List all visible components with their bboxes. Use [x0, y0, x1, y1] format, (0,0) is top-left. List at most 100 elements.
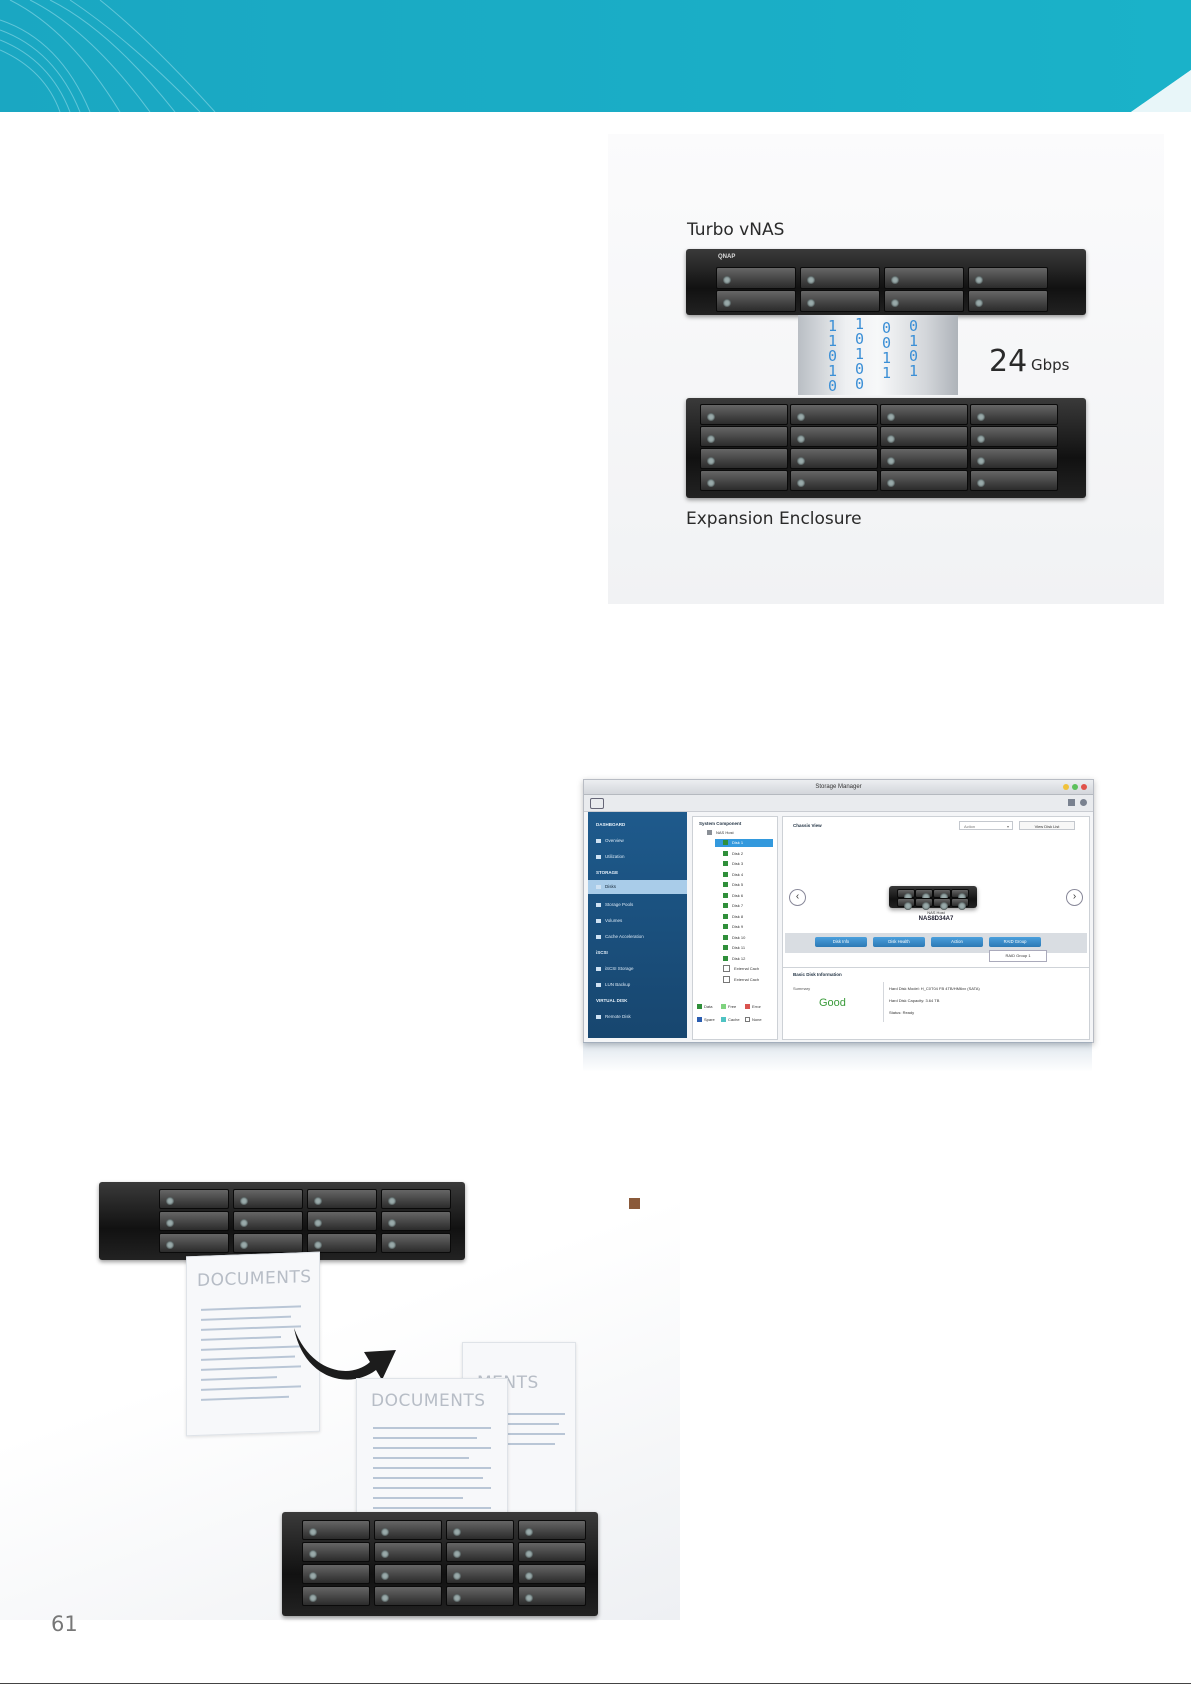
copy-arrow-icon: [294, 1328, 396, 1380]
text-line: [201, 1395, 289, 1401]
action-button[interactable]: Action: [931, 937, 983, 947]
backup-nas-unit: [282, 1512, 598, 1616]
drive-bay: [790, 426, 878, 447]
device-caption: NAS Host: [927, 910, 945, 915]
drive-bay: [716, 267, 796, 289]
drive-bay: [970, 470, 1058, 491]
prev-arrow-icon[interactable]: ‹: [789, 889, 806, 906]
drive-bay: [233, 1189, 303, 1209]
raid-group-popup[interactable]: RAID Group 1: [989, 950, 1047, 962]
sidebar-heading: iSCSI: [596, 950, 608, 955]
disk-health-button[interactable]: Disk Health: [873, 937, 925, 947]
disk-info-button[interactable]: Disk Info: [815, 937, 867, 947]
disk-icon: [723, 871, 728, 877]
tree-item-disk[interactable]: Disk 9: [723, 923, 743, 931]
header-banner: [0, 0, 1191, 112]
legend-item: Free: [721, 1004, 736, 1010]
drive-bay: [302, 1586, 370, 1606]
home-icon[interactable]: [1068, 799, 1075, 806]
text-line: [373, 1447, 491, 1449]
chevron-down-icon: ▾: [1006, 824, 1009, 829]
drive-bay: [933, 898, 951, 910]
drive-bay: [446, 1586, 514, 1606]
sidebar-item-remote-disk[interactable]: Remote Disk: [596, 1014, 682, 1019]
tree-item-disk[interactable]: Disk 2: [723, 850, 743, 858]
drive-bay: [700, 404, 788, 425]
text-line: [499, 1433, 565, 1435]
expansion-enclosure-unit: [686, 398, 1086, 498]
text-line: [201, 1336, 281, 1341]
drive-bay: [518, 1564, 586, 1584]
minimize-icon[interactable]: [1063, 784, 1069, 790]
sidebar-item-volumes[interactable]: Volumes: [596, 918, 682, 923]
text-line: [373, 1457, 469, 1459]
sidebar-heading: VIRTUAL DISK: [596, 998, 628, 1003]
drive-bay: [302, 1564, 370, 1584]
drive-bay: [307, 1211, 377, 1231]
tree-item-disk[interactable]: Disk 8: [723, 913, 743, 921]
tree-item-disk[interactable]: Disk 10: [723, 934, 745, 942]
drive-bay: [374, 1520, 442, 1540]
drive-bay: [159, 1211, 229, 1231]
sidebar-item-utilization[interactable]: Utilization: [596, 854, 682, 859]
chassis-view-panel: Chassis View Action▾ View Disk List ‹ › …: [782, 816, 1090, 1040]
tree-item-disk[interactable]: Disk 6: [723, 892, 743, 900]
sidebar-item-overview[interactable]: Overview: [596, 838, 682, 843]
text-line: [499, 1423, 559, 1425]
legend-item: Spare: [697, 1017, 715, 1023]
drive-bay: [790, 404, 878, 425]
view-disk-list-button[interactable]: View Disk List: [1019, 821, 1075, 830]
help-icon[interactable]: [1080, 799, 1087, 806]
disk-icon: [723, 903, 728, 909]
chassis-view-heading: Chassis View: [793, 823, 822, 828]
text-line: [201, 1325, 301, 1331]
action-dropdown[interactable]: Action▾: [959, 821, 1013, 830]
drive-bay: [381, 1211, 451, 1231]
disk-icon: [596, 884, 601, 889]
drive-bay: [884, 267, 964, 289]
text-line: [499, 1443, 555, 1445]
cache-slot-icon: [723, 965, 730, 973]
disk-icon: [723, 840, 728, 846]
device-model: NAS8D34A7: [918, 916, 954, 922]
drive-bay: [897, 898, 915, 910]
drive-bay: [374, 1542, 442, 1562]
drive-bay: [700, 426, 788, 447]
disk-detail: Hard Disk Capacity: 3.64 TB: [889, 998, 940, 1003]
tree-item-disk[interactable]: Disk 11: [723, 944, 745, 952]
drive-bay: [518, 1520, 586, 1540]
tree-item-disk-1[interactable]: Disk 1: [715, 839, 773, 847]
tree-item-external-cache[interactable]: External Cach: [723, 965, 759, 973]
drive-bay: [880, 448, 968, 469]
close-icon[interactable]: [1081, 784, 1087, 790]
tree-item-disk[interactable]: Disk 12: [723, 955, 745, 963]
tree-item-disk[interactable]: Disk 7: [723, 902, 743, 910]
window-titlebar: Storage Manager: [584, 780, 1093, 795]
sidebar-item-disks[interactable]: Disks: [588, 880, 687, 894]
drive-bay: [381, 1189, 451, 1209]
turbo-vnas-label: Turbo vNAS: [687, 220, 785, 240]
legend-item: None: [745, 1017, 762, 1023]
tree-item-disk[interactable]: Disk 4: [723, 871, 743, 879]
drive-bay: [518, 1542, 586, 1562]
storage-sidebar: DASHBOARD Overview Utilization STORAGE D…: [588, 812, 687, 1038]
tree-item-external-cache[interactable]: External Cach: [723, 975, 759, 984]
disk-icon: [723, 945, 728, 951]
sidebar-item-iscsi-storage[interactable]: iSCSI Storage: [596, 966, 682, 971]
next-arrow-icon[interactable]: ›: [1066, 889, 1083, 906]
sidebar-item-lun-backup[interactable]: LUN Backup: [596, 982, 682, 987]
drive-bay: [716, 290, 796, 312]
window-toolbar: [584, 795, 1093, 812]
tree-item-disk[interactable]: Disk 3: [723, 860, 743, 868]
sidebar-item-cache-acceleration[interactable]: Cache Acceleration: [596, 934, 682, 939]
tree-root-nas-host[interactable]: NAS Host: [707, 829, 734, 837]
tree-item-disk[interactable]: Disk 5: [723, 881, 743, 889]
text-line: [201, 1305, 301, 1311]
maximize-icon[interactable]: [1072, 784, 1078, 790]
text-line: [373, 1497, 463, 1499]
sidebar-heading: STORAGE: [596, 870, 619, 875]
sidebar-item-storage-pools[interactable]: Storage Pools: [596, 902, 682, 907]
raid-group-button[interactable]: RAID Group: [989, 937, 1041, 947]
app-menu-icon[interactable]: [590, 798, 604, 809]
drive-bay: [233, 1211, 303, 1231]
